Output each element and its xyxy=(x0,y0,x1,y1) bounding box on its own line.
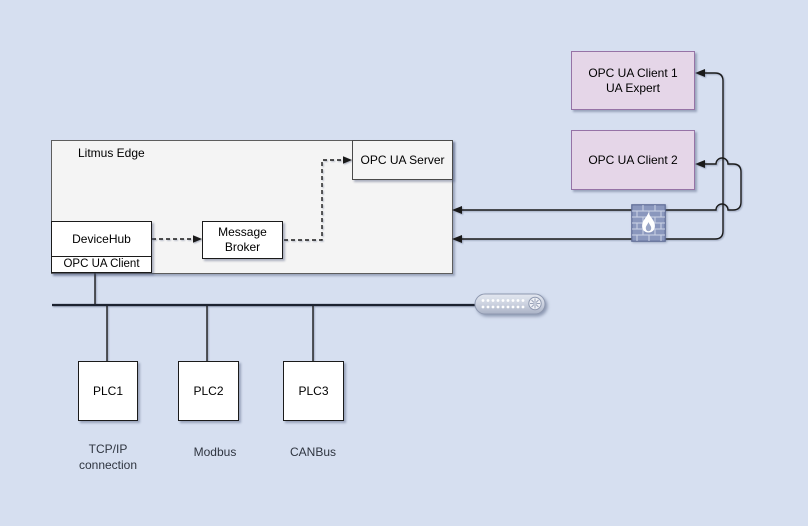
devicehub-opcua-client-label: OPC UA Client xyxy=(52,256,151,272)
plc2-protocol-label: Modbus xyxy=(193,445,237,459)
opcua-client1-label-line2: UA Expert xyxy=(605,80,661,95)
opcua-client2-label: OPC UA Client 2 xyxy=(588,152,678,167)
opcua-server-node: OPC UA Server xyxy=(352,140,453,180)
message-broker-label: Message Broker xyxy=(218,225,267,254)
litmus-edge-label: Litmus Edge xyxy=(78,146,145,160)
edge-litmus-client2 xyxy=(460,157,742,211)
plc3-label: PLC3 xyxy=(298,383,329,398)
opcua-client1-label-line1: OPC UA Client 1 xyxy=(588,65,678,80)
plc2-label: PLC2 xyxy=(193,383,224,398)
opcua-server-label: OPC UA Server xyxy=(360,152,445,167)
arrowhead-into-opcuaserver xyxy=(343,156,352,164)
plc1-label: PLC1 xyxy=(92,383,124,398)
arrowhead-into-client1 xyxy=(695,69,705,77)
opcua-client2-node: OPC UA Client 2 xyxy=(571,130,695,190)
plc1-node: PLC1 xyxy=(78,361,138,421)
plc3-protocol-label: CANBus xyxy=(289,445,336,459)
edge-litmus-client1 xyxy=(460,72,724,240)
arrowhead-into-client2 xyxy=(695,160,705,168)
devicehub-label: DeviceHub xyxy=(72,231,131,246)
network-switch-icon xyxy=(474,293,546,315)
firewall-icon xyxy=(631,204,666,242)
edge-messagebroker-opcuaserver xyxy=(284,159,343,241)
plc2-node: PLC2 xyxy=(178,361,239,421)
arrowhead-into-litmus-upper xyxy=(452,206,462,214)
plc3-node: PLC3 xyxy=(283,361,344,421)
plc1-protocol-label: TCP/IP connection xyxy=(78,442,138,473)
opcua-client1-node: OPC UA Client 1 UA Expert xyxy=(571,51,695,110)
arrowhead-into-litmus-lower xyxy=(452,235,462,243)
devicehub-node: DeviceHub OPC UA Client xyxy=(51,221,152,273)
arrowhead-into-messagebroker xyxy=(193,235,202,243)
message-broker-node: Message Broker xyxy=(202,221,283,259)
